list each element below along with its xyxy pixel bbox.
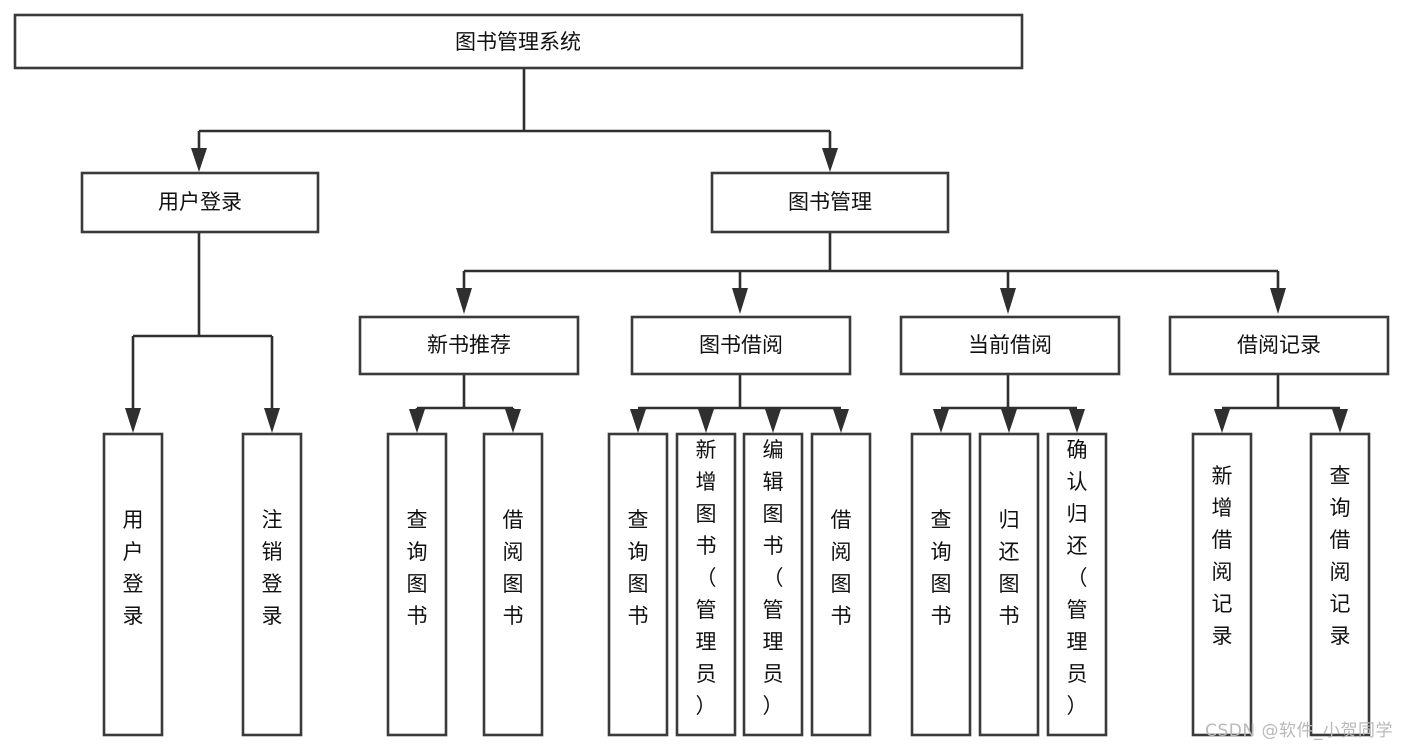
node-leaf-query-book-2[interactable]: 查询图书 bbox=[607, 432, 669, 737]
node-leaf-query-record[interactable]: 查询借阅记录 bbox=[1309, 432, 1371, 737]
node-book-borrow-label: 图书借阅 bbox=[699, 333, 783, 357]
node-root-box[interactable] bbox=[13, 13, 1024, 70]
node-leaf-return-book-box[interactable] bbox=[978, 432, 1040, 737]
connector-layer bbox=[125, 68, 1348, 433]
arrow-head-leaf-borrow-book-2 bbox=[833, 409, 849, 433]
node-leaf-query-book-2-label: 查询图书 bbox=[628, 508, 649, 628]
node-book-manage-label: 图书管理 bbox=[788, 190, 872, 214]
node-leaf-confirm-return[interactable]: 确认归还（管理员） bbox=[1046, 432, 1108, 737]
arrow-head-book-borrow bbox=[732, 288, 748, 314]
arrow-head-leaf-borrow-book-1 bbox=[505, 409, 521, 433]
node-leaf-borrow-book-2-label: 借阅图书 bbox=[831, 508, 852, 628]
node-leaf-confirm-return-box[interactable] bbox=[1046, 432, 1108, 737]
arrow-head-leaf-add-book bbox=[698, 409, 714, 433]
node-new-book-recommend-label: 新书推荐 bbox=[427, 333, 511, 357]
node-leaf-return-book[interactable]: 归还图书 bbox=[978, 432, 1040, 737]
node-current-borrow[interactable]: 当前借阅 bbox=[899, 315, 1121, 376]
arrow-head-current-borrow bbox=[1000, 288, 1016, 314]
arrow-head-leaf-logout-login bbox=[264, 408, 280, 433]
node-leaf-borrow-book-2[interactable]: 借阅图书 bbox=[810, 432, 872, 737]
arrow-head-leaf-query-book-3 bbox=[933, 409, 949, 433]
arrow-head-new-book-recommend bbox=[456, 288, 472, 314]
node-leaf-user-login-box[interactable] bbox=[102, 432, 164, 737]
node-leaf-logout-login[interactable]: 注销登录 bbox=[241, 432, 303, 737]
arrow-head-user-login bbox=[191, 148, 207, 172]
node-leaf-query-book-1-label: 查询图书 bbox=[407, 508, 428, 628]
node-book-manage[interactable]: 图书管理 bbox=[710, 171, 950, 234]
node-leaf-query-book-1[interactable]: 查询图书 bbox=[386, 432, 448, 737]
arrow-head-borrow-record bbox=[1270, 288, 1286, 314]
node-user-login-box[interactable] bbox=[80, 171, 320, 234]
node-leaf-query-book-2-box[interactable] bbox=[607, 432, 669, 737]
node-leaf-add-book-label: 新增图书（管理员） bbox=[696, 438, 717, 718]
node-leaf-edit-book-box[interactable] bbox=[742, 432, 804, 737]
node-leaf-add-book[interactable]: 新增图书（管理员） bbox=[675, 432, 737, 737]
node-current-borrow-label: 当前借阅 bbox=[968, 333, 1052, 357]
csdn-watermark: CSDN @软件_小贺同学 bbox=[1205, 721, 1393, 741]
arrow-head-book-manage bbox=[822, 148, 838, 172]
arrow-head-leaf-query-book-1 bbox=[409, 409, 425, 433]
node-leaf-query-book-3[interactable]: 查询图书 bbox=[910, 432, 972, 737]
arrow-head-leaf-query-record bbox=[1332, 409, 1348, 433]
arrow-head-leaf-user-login bbox=[125, 408, 141, 433]
node-leaf-add-book-box[interactable] bbox=[675, 432, 737, 737]
node-leaf-edit-book-label: 编辑图书（管理员） bbox=[763, 438, 784, 718]
node-leaf-user-login[interactable]: 用户登录 bbox=[102, 432, 164, 737]
node-leaf-borrow-book-1[interactable]: 借阅图书 bbox=[482, 432, 544, 737]
arrow-head-leaf-query-book-2 bbox=[630, 409, 646, 433]
node-leaf-logout-login-box[interactable] bbox=[241, 432, 303, 737]
node-book-manage-box[interactable] bbox=[710, 171, 950, 234]
node-root-label: 图书管理系统 bbox=[455, 30, 581, 54]
node-leaf-add-record-box[interactable] bbox=[1191, 432, 1253, 737]
node-user-login-label: 用户登录 bbox=[158, 190, 242, 214]
node-leaf-query-book-1-box[interactable] bbox=[386, 432, 448, 737]
node-leaf-query-book-3-label: 查询图书 bbox=[931, 508, 952, 628]
arrow-head-leaf-edit-book bbox=[765, 409, 781, 433]
node-leaf-confirm-return-label: 确认归还（管理员） bbox=[1067, 438, 1088, 718]
node-new-book-recommend-box[interactable] bbox=[358, 315, 580, 376]
node-leaf-edit-book[interactable]: 编辑图书（管理员） bbox=[742, 432, 804, 737]
node-leaf-return-book-label: 归还图书 bbox=[999, 508, 1020, 628]
node-book-borrow[interactable]: 图书借阅 bbox=[630, 315, 852, 376]
node-leaf-borrow-book-1-box[interactable] bbox=[482, 432, 544, 737]
node-root[interactable]: 图书管理系统 bbox=[13, 13, 1024, 70]
node-leaf-logout-login-label: 注销登录 bbox=[262, 508, 283, 628]
node-leaf-query-record-label: 查询借阅记录 bbox=[1330, 464, 1351, 648]
node-leaf-query-record-box[interactable] bbox=[1309, 432, 1371, 737]
node-leaf-add-record[interactable]: 新增借阅记录 bbox=[1191, 432, 1253, 737]
node-user-login[interactable]: 用户登录 bbox=[80, 171, 320, 234]
node-leaf-add-record-label: 新增借阅记录 bbox=[1212, 464, 1233, 648]
node-new-book-recommend[interactable]: 新书推荐 bbox=[358, 315, 580, 376]
node-leaf-borrow-book-1-label: 借阅图书 bbox=[503, 508, 524, 628]
arrow-head-leaf-return-book bbox=[1001, 409, 1017, 433]
node-borrow-record[interactable]: 借阅记录 bbox=[1168, 315, 1390, 376]
node-current-borrow-box[interactable] bbox=[899, 315, 1121, 376]
arrow-head-leaf-confirm-return bbox=[1069, 409, 1085, 433]
node-borrow-record-box[interactable] bbox=[1168, 315, 1390, 376]
node-leaf-user-login-label: 用户登录 bbox=[123, 508, 144, 628]
arrow-head-leaf-add-record bbox=[1214, 409, 1230, 433]
node-leaf-query-book-3-box[interactable] bbox=[910, 432, 972, 737]
node-book-borrow-box[interactable] bbox=[630, 315, 852, 376]
node-leaf-borrow-book-2-box[interactable] bbox=[810, 432, 872, 737]
node-borrow-record-label: 借阅记录 bbox=[1237, 333, 1321, 357]
